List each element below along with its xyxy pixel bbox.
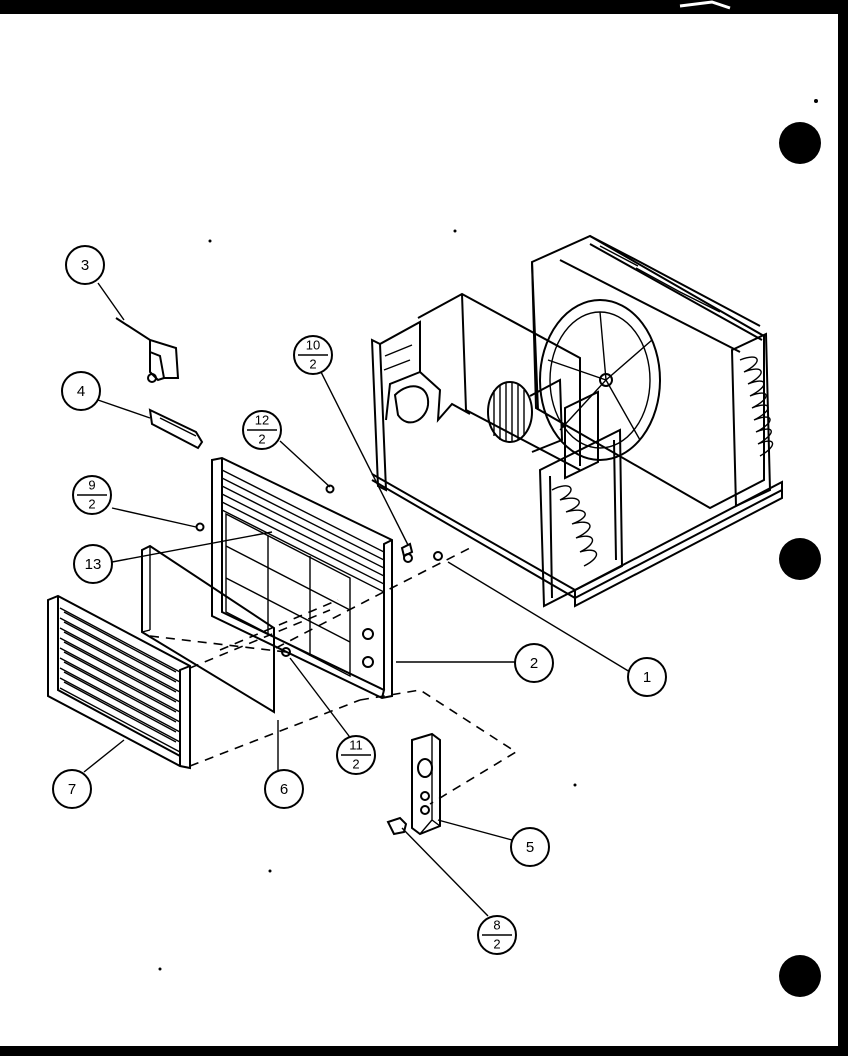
sensor-part <box>148 408 204 450</box>
scan-specks <box>158 229 577 971</box>
callout-3: 3 <box>65 245 105 285</box>
filter-sheet <box>141 544 275 714</box>
callout-6: 6 <box>264 769 304 809</box>
callout-12-top: 12 <box>255 412 269 427</box>
callout-4: 4 <box>61 371 101 411</box>
callout-12-bottom: 2 <box>258 431 265 446</box>
callout-8-top: 8 <box>493 917 500 932</box>
callout-7: 7 <box>52 769 92 809</box>
bracket-part <box>115 317 180 383</box>
control-panel <box>386 732 441 836</box>
callout-2-label: 2 <box>530 655 538 672</box>
callout-10-bottom: 2 <box>309 356 316 371</box>
assembly-guides <box>149 547 518 805</box>
callout-3-label: 3 <box>81 257 89 274</box>
callout-5: 5 <box>510 827 550 867</box>
callout-4-label: 4 <box>77 383 85 400</box>
callout-1: 1 <box>627 657 667 697</box>
punch-holes <box>779 99 821 997</box>
callout-13-label: 13 <box>85 556 102 573</box>
callout-9-over-2: 9 2 <box>72 475 112 515</box>
callout-7-label: 7 <box>68 781 76 798</box>
callout-13: 13 <box>73 544 113 584</box>
callout-1-label: 1 <box>643 669 651 686</box>
front-frame <box>211 456 393 700</box>
callout-11-bottom: 2 <box>352 756 359 771</box>
callout-8-over-2: 8 2 <box>477 915 517 955</box>
callout-2: 2 <box>514 643 554 683</box>
callout-10-over-2: 10 2 <box>293 335 333 375</box>
callout-6-label: 6 <box>280 781 288 798</box>
callout-9-top: 9 <box>88 477 95 492</box>
callout-10-top: 10 <box>306 337 320 352</box>
callout-11-over-2: 11 2 <box>336 735 376 775</box>
callout-5-label: 5 <box>526 839 534 856</box>
screws <box>195 484 414 558</box>
callout-9-bottom: 2 <box>88 496 95 511</box>
front-grille <box>47 594 191 770</box>
chassis-assembly <box>370 234 783 608</box>
callout-11-top: 11 <box>349 737 363 752</box>
leader-lines <box>83 282 631 917</box>
callout-12-over-2: 12 2 <box>242 410 282 450</box>
callout-8-bottom: 2 <box>493 936 500 951</box>
